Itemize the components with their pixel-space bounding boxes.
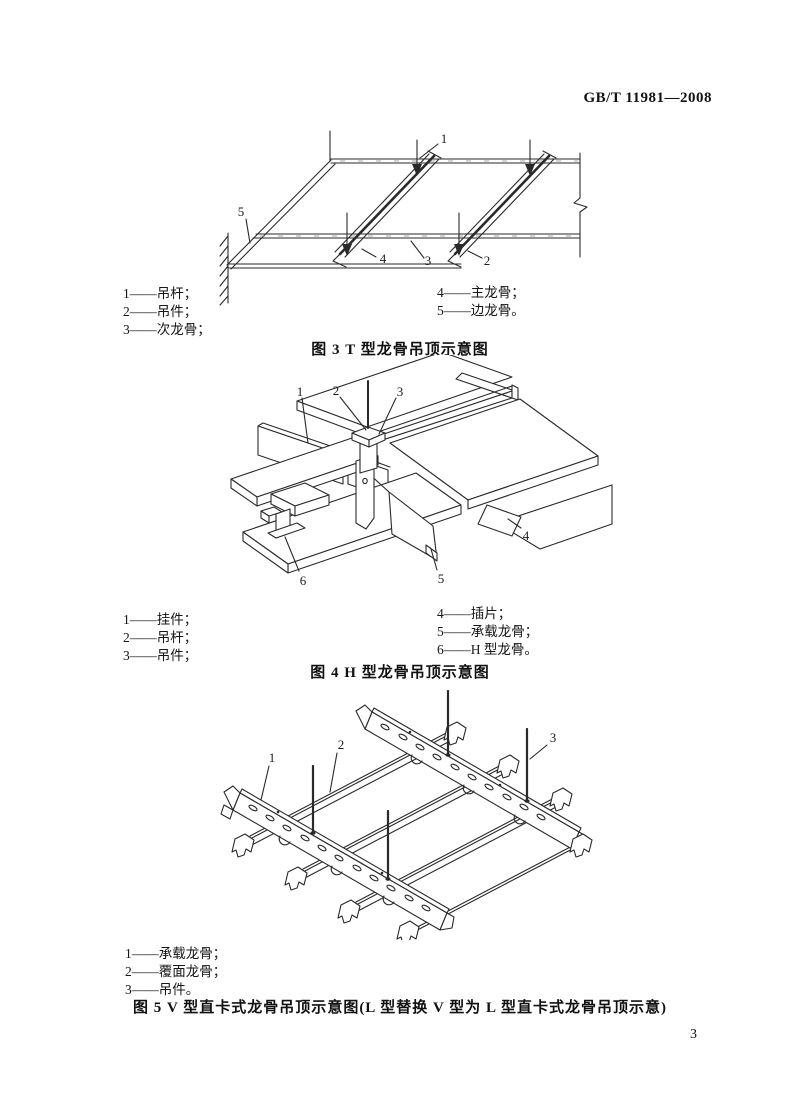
standard-number: GB/T 11981—2008 [583, 90, 712, 106]
legend-item: 4——主龙骨； [437, 285, 525, 300]
secondary-keels [228, 158, 581, 269]
figure-3-caption: 图 3 T 型龙骨吊顶示意图 [311, 342, 489, 358]
leader-lines [245, 143, 483, 259]
legend-item: 3——次龙骨； [123, 322, 211, 337]
legend-item: 3——吊件。 [125, 982, 200, 997]
part-label: 5 [238, 204, 245, 219]
part-label: 3 [425, 253, 432, 268]
figure-3-legend-left: 1——吊杆； 2——吊件； 3——次龙骨； [123, 285, 211, 339]
leader-lines [284, 396, 522, 572]
hanger-assembly [351, 380, 386, 530]
part-label: 1 [441, 131, 448, 146]
carrier-rail-front [220, 785, 455, 931]
legend-item: 5——边龙骨。 [437, 303, 525, 318]
legend-item: 5——承载龙骨； [437, 624, 539, 639]
figure-5-caption: 图 5 V 型直卡式龙骨吊顶示意图(L 型替换 V 型为 L 型直卡式龙骨吊顶示… [133, 1000, 667, 1016]
figure-3-diagram: 1 5 4 3 2 [219, 130, 588, 306]
legend-item: 3——吊件； [123, 648, 198, 663]
hanger-rods [310, 689, 530, 881]
part-label: 3 [550, 730, 557, 745]
ceiling-panels [296, 355, 613, 550]
figure-5-legend: 1——承载龙骨； 2——覆面龙骨； 3——吊件。 [125, 945, 226, 999]
part-label: 2 [333, 383, 340, 398]
figure-4-caption: 图 4 H 型龙骨吊顶示意图 [310, 665, 490, 681]
figure-4-legend-left: 1——挂件； 2——吊杆； 3——吊件； [123, 611, 197, 665]
legend-item: 1——承载龙骨； [125, 946, 227, 961]
legend-item: 2——吊件； [123, 304, 198, 319]
main-keels [332, 150, 557, 268]
edge-keel [226, 159, 336, 270]
figure-4-legend-right: 4——插片； 5——承载龙骨； 6——H 型龙骨。 [437, 605, 538, 659]
legend-item: 1——吊杆； [123, 286, 198, 301]
part-label: 2 [484, 253, 491, 268]
part-label: 4 [523, 528, 530, 543]
figure-4-diagram: 1 2 3 4 5 6 [230, 355, 613, 588]
part-label: 1 [269, 750, 276, 765]
part-label: 6 [300, 573, 307, 588]
legend-item: 4——插片； [437, 606, 512, 621]
page-number: 3 [690, 1027, 697, 1042]
legend-item: 1——挂件； [123, 612, 198, 627]
part-label: 5 [438, 571, 445, 586]
carrier-rail-back [355, 704, 587, 850]
figure-5-diagram: 1 2 3 [220, 689, 593, 940]
part-label: 1 [297, 384, 304, 399]
channel-end-caps-left [231, 833, 420, 940]
part-label: 4 [380, 251, 387, 266]
part-label: 3 [397, 384, 404, 399]
h-keel-clip [260, 482, 330, 539]
legend-item: 2——覆面龙骨； [125, 964, 227, 979]
insert-strip [477, 504, 522, 537]
wall-hatch [219, 232, 229, 306]
figure-3-legend-right: 4——主龙骨； 5——边龙骨。 [437, 284, 525, 320]
leader-lines [260, 744, 548, 801]
hanger-rods [329, 130, 535, 256]
part-label: 2 [338, 737, 345, 752]
legend-item: 2——吊杆； [123, 630, 198, 645]
break-edge [573, 152, 588, 258]
legend-item: 6——H 型龙骨。 [437, 642, 538, 657]
